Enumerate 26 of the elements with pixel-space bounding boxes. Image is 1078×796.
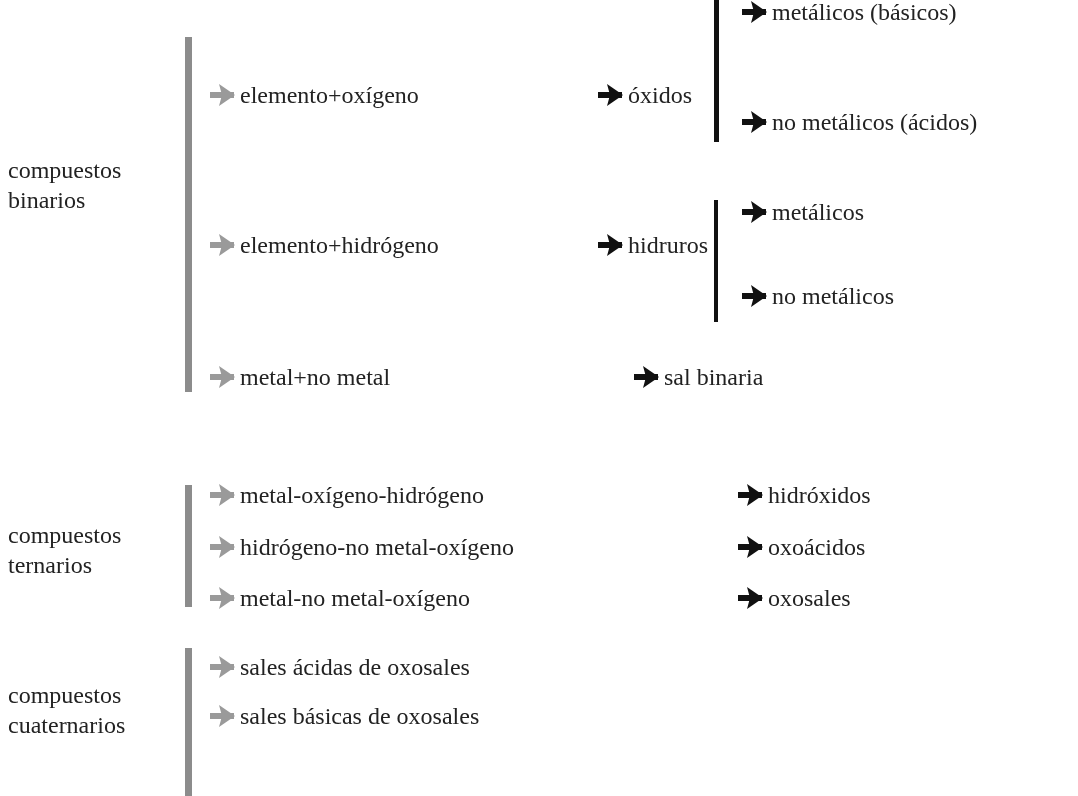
- group-label: compuestos cuaternarios: [8, 681, 127, 740]
- node-text: no metálicos (ácidos): [772, 107, 978, 137]
- node-text: metal-no metal-oxígeno: [240, 583, 470, 613]
- node-text: hidróxidos: [768, 480, 871, 510]
- bracket-bar: [185, 648, 192, 796]
- bracket-bar: [714, 200, 718, 322]
- node-text: sal binaria: [664, 362, 764, 392]
- bracket-bar: [185, 485, 192, 607]
- group-label: compuestos ternarios: [8, 521, 123, 580]
- group-label: compuestos binarios: [8, 156, 123, 215]
- node-text: hidrógeno-no metal-oxígeno: [240, 532, 514, 562]
- node-text: oxoácidos: [768, 532, 866, 562]
- node-text: no metálicos: [772, 281, 894, 311]
- node-text: metal-oxígeno-hidrógeno: [240, 480, 484, 510]
- node-text: metálicos (básicos): [772, 0, 957, 27]
- node-text: elemento+hidrógeno: [240, 230, 439, 260]
- node-text: óxidos: [628, 80, 692, 110]
- node-text: oxosales: [768, 583, 851, 613]
- node-text: sales básicas de oxosales: [240, 701, 480, 731]
- node-text: hidruros: [628, 230, 708, 260]
- bracket-bar: [185, 37, 192, 392]
- node-text: sales ácidas de oxosales: [240, 652, 470, 682]
- node-text: metálicos: [772, 197, 864, 227]
- bracket-bar: [714, 0, 719, 142]
- node-text: metal+no metal: [240, 362, 391, 392]
- node-text: elemento+oxígeno: [240, 80, 419, 110]
